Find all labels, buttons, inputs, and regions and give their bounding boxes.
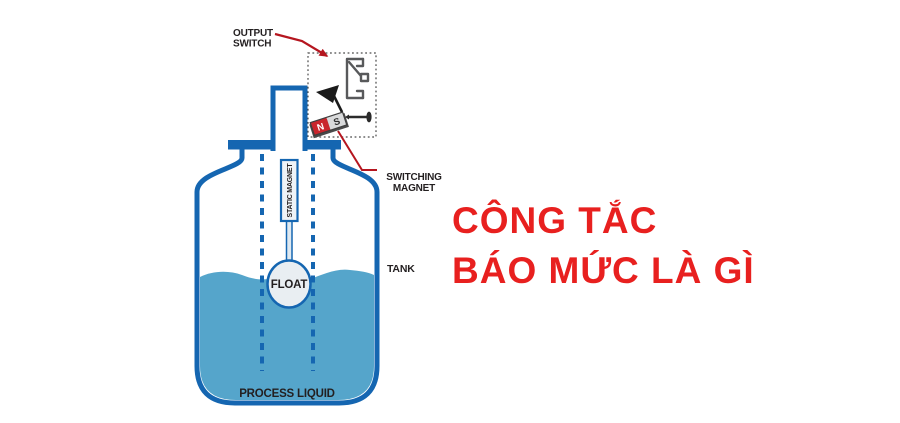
headline-line1: CÔNG TẮC <box>452 200 658 241</box>
switch-assembly: N S <box>274 32 377 171</box>
liquid-fill <box>200 269 374 400</box>
static-magnet-label: STATIC MAGNET <box>287 163 294 218</box>
switching-magnet-label-line2: MAGNET <box>393 183 435 194</box>
switching-magnet-label-line1: SWITCHING <box>386 172 442 183</box>
output-switch-icon <box>345 57 370 100</box>
tank-neck <box>270 85 308 151</box>
output-switch-label-line1: OUTPUT <box>233 28 273 39</box>
switching-magnet-arrow <box>337 130 377 171</box>
tank-group: STATIC MAGNET FLOAT PROCESS LIQUID TANK <box>194 85 415 406</box>
annotation-labels: OUTPUT SWITCH SWITCHING MAGNET <box>233 28 442 194</box>
static-magnet-shape <box>279 158 299 223</box>
magnet-south-label: S <box>332 116 341 128</box>
lever-arrow-icon <box>316 85 344 113</box>
output-switch-arrow <box>274 32 329 57</box>
float-shape <box>266 259 312 309</box>
headline: CÔNG TẮC BÁO MỨC LÀ GÌ <box>452 196 755 296</box>
switching-magnet-icon: N S <box>309 111 349 139</box>
output-switch-label-line2: SWITCH <box>233 39 271 50</box>
process-liquid-label: PROCESS LIQUID <box>239 388 335 400</box>
magnet-north-label: N <box>316 121 326 134</box>
pin-icon <box>345 111 372 123</box>
float-label: FLOAT <box>271 279 308 291</box>
float-stem <box>285 217 293 267</box>
headline-line2: BÁO MỨC LÀ GÌ <box>452 250 755 291</box>
tank-label: TANK <box>387 263 415 275</box>
